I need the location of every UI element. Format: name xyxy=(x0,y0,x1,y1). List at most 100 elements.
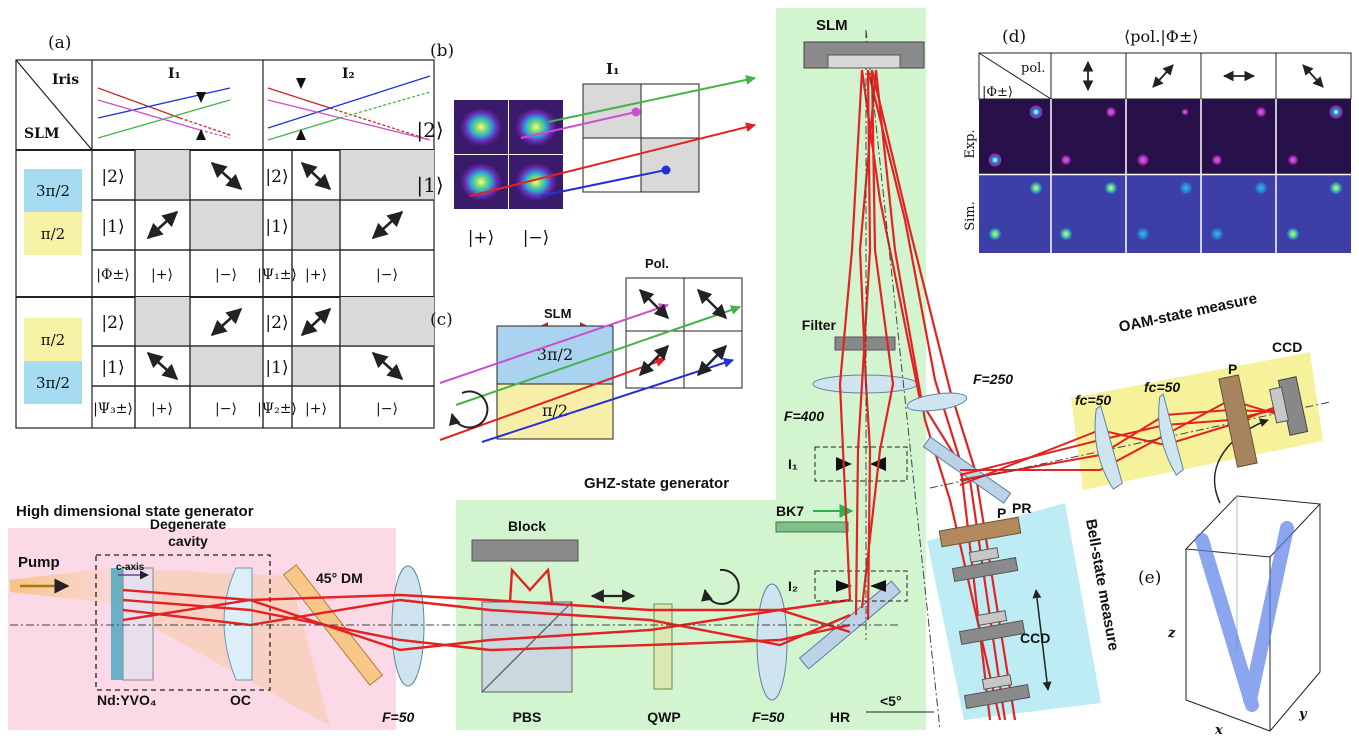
slm-phase-pi2-box xyxy=(24,318,82,361)
slm-phase-label: 3π/2 xyxy=(36,182,70,200)
oam-polarizer xyxy=(1218,374,1258,468)
ket: |1⟩ xyxy=(101,358,124,378)
ket: |2⟩ xyxy=(265,313,288,333)
ket: |2⟩ xyxy=(101,313,124,333)
gray-cell xyxy=(292,346,340,386)
i2-label: I₂ xyxy=(788,578,798,594)
state-label: |+⟩ xyxy=(151,401,173,417)
oam-ccd-label: CCD xyxy=(1272,339,1302,355)
panel-c-label: (c) xyxy=(430,310,453,330)
iris-grid xyxy=(582,83,700,193)
axis-z: z xyxy=(1167,626,1176,641)
slm-phase-label: 3π/2 xyxy=(537,345,573,364)
pol-diagonal-arrow xyxy=(210,307,243,337)
ket-minus: |−⟩ xyxy=(523,228,550,248)
spots xyxy=(988,105,1343,241)
beam-block xyxy=(471,539,579,562)
oam-title: OAM-state measure xyxy=(1117,290,1258,336)
pol-diagonal-arrow xyxy=(146,210,179,240)
3d-box xyxy=(1184,495,1322,732)
mode-images xyxy=(454,100,563,209)
panel-b-beams xyxy=(469,74,756,197)
pol-antidiagonal-arrow xyxy=(146,351,179,381)
nd-yvo4-crystal xyxy=(111,568,123,680)
gray-cell xyxy=(135,150,190,200)
pump-label: Pump xyxy=(18,554,60,571)
iris-marker xyxy=(296,78,306,89)
bell-ccd-label: CCD xyxy=(1020,630,1050,646)
state-label: |−⟩ xyxy=(215,267,237,283)
ket-plus: |+⟩ xyxy=(468,228,495,248)
oam-measure-region xyxy=(1071,352,1323,490)
qwp-label: QWP xyxy=(647,709,680,725)
oam-lens-1 xyxy=(1094,405,1123,490)
gray-cell xyxy=(190,346,263,386)
col-i2: I₂ xyxy=(342,66,355,82)
slm-phase-3pi2-box xyxy=(24,361,82,404)
ccd-to-3d-arrow xyxy=(1213,418,1269,504)
bell-polarizer xyxy=(938,516,1022,548)
pol-arrows-d xyxy=(1082,60,1324,92)
iris-i2 xyxy=(836,580,852,592)
row-label-exp: Exp. xyxy=(963,129,978,158)
nd-yvo4-body xyxy=(122,567,154,681)
ket-2: |2⟩ xyxy=(416,118,443,143)
state-label: |+⟩ xyxy=(305,267,327,283)
optical-axis-tilted xyxy=(865,29,941,731)
slm-phase-label: π/2 xyxy=(41,225,65,243)
beam-3d xyxy=(1195,521,1294,712)
oc-label: OC xyxy=(230,692,251,708)
oam-lens-2 xyxy=(1158,393,1184,476)
state-label: |+⟩ xyxy=(305,401,327,417)
bell-p-label: P xyxy=(997,505,1006,521)
f50-left-label: F=50 xyxy=(382,709,415,725)
lens-f50-left xyxy=(391,565,425,687)
phi-header-label: |Φ±⟩ xyxy=(982,85,1013,100)
nd-yvo4-label: Nd:YVO₄ xyxy=(97,692,157,708)
gray-cell xyxy=(292,200,340,250)
slm-upper-half xyxy=(496,325,614,385)
f50-right-label: F=50 xyxy=(752,709,785,725)
ccd-translation-arrow xyxy=(1032,589,1052,691)
state-label: |−⟩ xyxy=(215,401,237,417)
pol-diagonal-arrow xyxy=(638,344,670,377)
bk7-plate xyxy=(775,521,849,533)
state-label: |−⟩ xyxy=(376,267,398,283)
bk7-label: BK7 xyxy=(776,503,804,519)
ket-1: |1⟩ xyxy=(416,173,443,198)
axis-x: x xyxy=(1214,723,1223,736)
state-label: |+⟩ xyxy=(151,267,173,283)
cavity-label-1: Degenerate xyxy=(150,516,226,532)
slm-phase-label: π/2 xyxy=(41,331,65,349)
oam-axis xyxy=(929,401,1331,489)
gray-cell xyxy=(190,200,263,250)
slm-screen xyxy=(827,54,901,69)
panel-b-iris-title: I₁ xyxy=(606,60,620,78)
bell-ccd-positions xyxy=(951,547,1031,710)
pol-arrows-table xyxy=(146,161,404,381)
block-label: Block xyxy=(508,518,546,534)
iris-i2 xyxy=(870,580,886,592)
state-label-phi: |Φ±⟩ xyxy=(96,267,129,283)
f250-label: F=250 xyxy=(973,371,1013,387)
corner-slm: SLM xyxy=(24,126,59,142)
i1-beam-sketch xyxy=(97,87,231,139)
qwp-plate xyxy=(653,603,673,690)
iris-i2-box xyxy=(814,570,908,602)
gray-cell xyxy=(135,297,190,346)
state-label-psi3: |Ψ₃±⟩ xyxy=(93,401,133,417)
f400-label: F=400 xyxy=(784,408,824,424)
pol-diagonal-arrow xyxy=(300,307,332,337)
iris-marker xyxy=(296,129,306,140)
hr-label: HR xyxy=(830,709,850,725)
pol-diagonal-arrow xyxy=(371,210,404,240)
angle-label: <5° xyxy=(880,693,902,709)
iris-i1-box xyxy=(814,446,908,482)
state-label-psi1: |Ψ₁±⟩ xyxy=(257,267,297,283)
axis-y: y xyxy=(1298,707,1308,722)
pol-antidiagonal-arrow xyxy=(300,161,332,191)
i1-label: I₁ xyxy=(788,456,798,472)
i2-beam-sketch xyxy=(267,75,431,141)
cavity-label-2: cavity xyxy=(168,533,208,549)
pol-antidiagonal-arrow xyxy=(696,288,728,320)
